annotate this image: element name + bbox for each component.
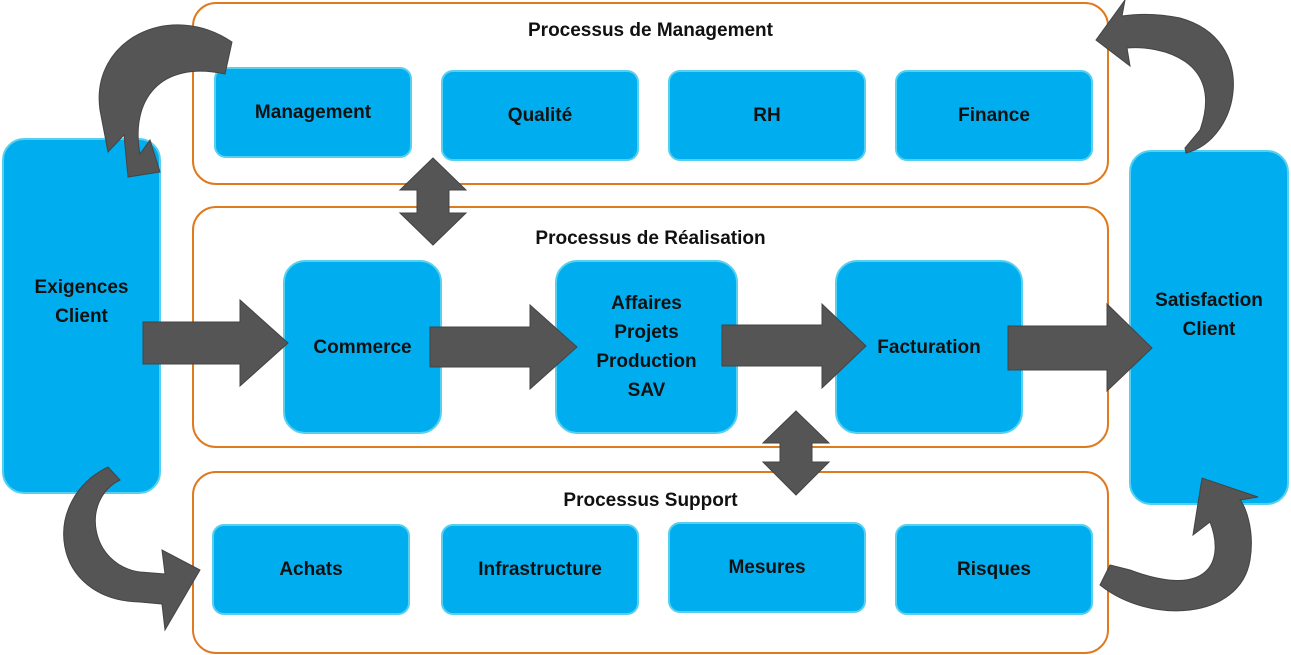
finance-box: Finance: [895, 70, 1093, 161]
risques-box: Risques: [895, 524, 1093, 615]
rh-box: RH: [668, 70, 866, 161]
sav-label: SAV: [627, 380, 666, 401]
flow-arrow-commerce-to-affaires: [429, 303, 578, 391]
realisation-process-title: Processus de Réalisation: [535, 228, 766, 249]
flow-arrow-affaires-to-facturation: [721, 302, 867, 390]
satisfaction-client-label: Client: [1182, 319, 1236, 340]
infrastructure-box: Infrastructure: [441, 524, 639, 615]
curved-arrow-bottom-left: [63, 466, 201, 632]
flow-arrow-exigences-to-commerce: [142, 298, 289, 388]
curved-arrow-top-left: [98, 24, 233, 178]
management-process-title: Processus de Management: [528, 20, 773, 41]
satisfaction-client-box: Satisfaction Client: [1129, 150, 1289, 505]
double-arrow-management-realisation: [398, 157, 468, 246]
exigences-client-label: Client: [55, 306, 108, 327]
projets-label: Projets: [614, 322, 679, 343]
support-process-title: Processus Support: [563, 490, 738, 511]
qualite-box: Qualité: [441, 70, 639, 161]
double-arrow-realisation-support: [761, 410, 831, 496]
flow-arrow-facturation-to-satisfaction: [1007, 302, 1153, 393]
facturation-box: Facturation: [835, 260, 1023, 434]
curved-arrow-top-right: [1095, 0, 1234, 154]
achats-box: Achats: [212, 524, 410, 615]
production-label: Production: [596, 351, 697, 372]
satisfaction-label: Satisfaction: [1155, 290, 1263, 311]
exigences-client-box: Exigences Client: [2, 138, 161, 494]
affaires-label: Affaires: [611, 293, 682, 314]
curved-arrow-bottom-right: [1099, 477, 1259, 612]
mesures-box: Mesures: [668, 522, 866, 613]
commerce-box: Commerce: [283, 260, 442, 434]
exigences-label: Exigences: [34, 277, 129, 298]
management-box: Management: [214, 67, 412, 158]
